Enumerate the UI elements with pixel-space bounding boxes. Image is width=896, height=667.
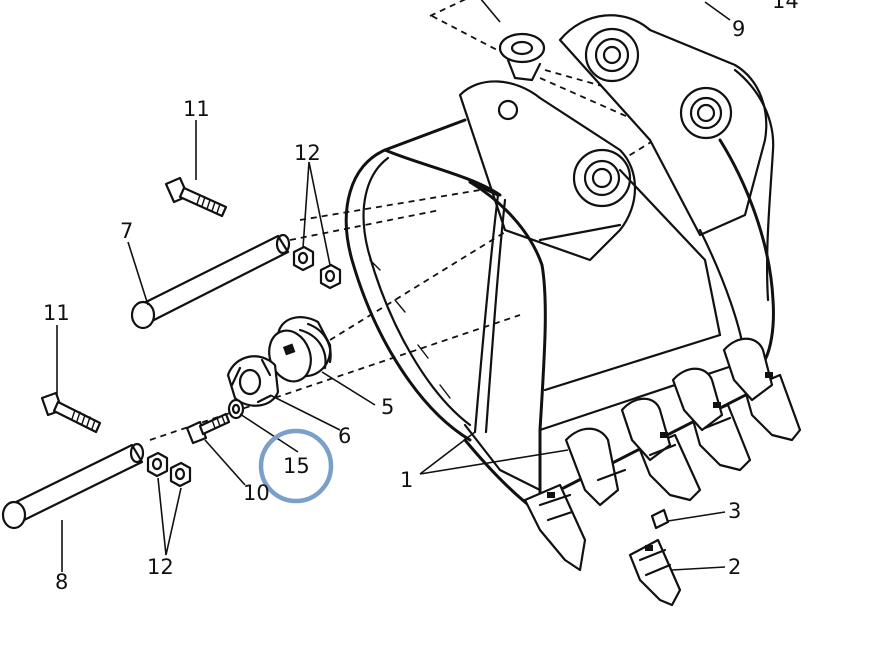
callout-14: 14	[772, 0, 799, 13]
callout-11-lower: 11	[43, 301, 70, 325]
callout-12-lower: 12	[147, 555, 174, 579]
lifting-eye	[498, 32, 546, 82]
tooth-3	[671, 367, 752, 472]
callout-5: 5	[381, 395, 394, 419]
callout-15-highlight-ring	[258, 428, 334, 504]
callout-1: 1	[400, 468, 413, 492]
nuts-12-lower	[146, 451, 192, 488]
callout-15: 15	[283, 454, 310, 478]
bucket-teeth	[523, 337, 802, 572]
callout-6: 6	[338, 424, 351, 448]
pin-boss-upper	[584, 27, 640, 83]
pin-boss-right	[679, 86, 733, 140]
tooth-1	[523, 483, 587, 572]
spare-tooth-2	[628, 538, 682, 607]
pin-8	[1, 442, 145, 530]
callout-8: 8	[55, 570, 68, 594]
callout-3: 3	[728, 499, 741, 523]
callout-labels: 11 12 7 11 5 6 15 10 1 12 8 3 2 9 14	[43, 0, 799, 594]
pin-7	[130, 233, 291, 330]
tooth-4	[722, 337, 802, 442]
pin-boss-front	[572, 148, 632, 208]
bushing-5	[268, 316, 332, 383]
bolt-11-upper	[164, 176, 228, 218]
ear-hole	[497, 99, 519, 121]
callout-9: 9	[732, 17, 745, 41]
leader-lines	[56, 0, 731, 572]
callout-12-upper: 12	[294, 141, 321, 165]
callout-10: 10	[243, 481, 270, 505]
callout-11-upper: 11	[183, 97, 210, 121]
bucket-body	[344, 14, 777, 512]
tooth-pin-3	[650, 508, 670, 530]
shim-6	[226, 355, 280, 407]
adapter-1	[564, 427, 620, 507]
callout-7: 7	[120, 219, 133, 243]
nuts-12-upper	[292, 245, 342, 290]
bolt-11-lower	[40, 391, 102, 434]
bolt-10	[185, 412, 231, 445]
washer-15	[227, 398, 245, 420]
callout-2: 2	[728, 555, 741, 579]
tooth-2	[620, 397, 702, 502]
